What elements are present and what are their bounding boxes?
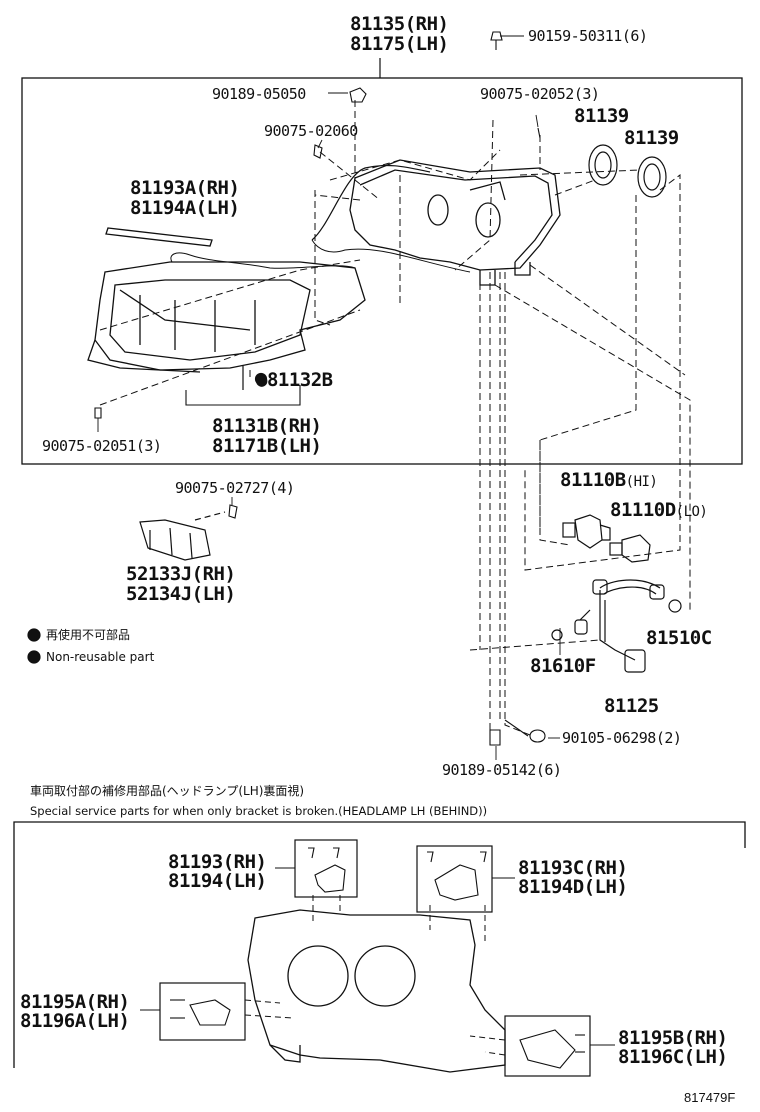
label-90075-02051: 90075-02051(3) bbox=[42, 437, 162, 455]
headlamp-lens bbox=[87, 261, 366, 373]
label-90189-05050: 90189-05050 bbox=[212, 85, 306, 103]
label-81196a: 81196A(LH) bbox=[20, 1010, 130, 1032]
figure-code: 817479F bbox=[684, 1090, 736, 1105]
bulb-hi bbox=[562, 514, 611, 549]
headlamp-housing bbox=[349, 159, 561, 286]
label-81510c: 81510C bbox=[646, 627, 712, 649]
label-52134j: 52134J(LH) bbox=[126, 583, 236, 605]
wire-harness bbox=[574, 579, 665, 673]
label-81135: 81135(RH) bbox=[350, 13, 449, 35]
grommet-81510c bbox=[668, 599, 682, 613]
legend-bullet-en bbox=[27, 650, 41, 664]
label-90189-05142: 90189-05142(6) bbox=[442, 761, 562, 779]
label-81132b: ●81132B bbox=[256, 369, 333, 391]
label-90075-02052: 90075-02052(3) bbox=[480, 85, 600, 103]
label-81131b: 81131B(RH) bbox=[212, 415, 322, 437]
label-81125: 81125 bbox=[604, 695, 659, 717]
label-90159: 90159-50311(6) bbox=[528, 27, 648, 45]
bulb-lo bbox=[609, 534, 651, 563]
label-81195a: 81195A(RH) bbox=[20, 991, 130, 1013]
label-81193: 81193(RH) bbox=[168, 851, 267, 873]
screws bbox=[94, 31, 546, 746]
cap-81610f bbox=[551, 629, 563, 641]
label-81110d: 81110D(LO) bbox=[610, 499, 708, 521]
trim-strip bbox=[105, 227, 213, 247]
bracket-52133j bbox=[139, 511, 226, 561]
label-81193c: 81193C(RH) bbox=[518, 857, 628, 879]
special-note-jp: 車両取付部の補修用部品(ヘッドランプ(LH)裏面視) bbox=[30, 784, 305, 798]
label-81171b: 81171B(LH) bbox=[212, 435, 322, 457]
box-81193 bbox=[294, 839, 358, 898]
label-81139-b: 81139 bbox=[624, 127, 679, 149]
label-81194a: 81194A(LH) bbox=[130, 197, 240, 219]
bearing-81139 bbox=[588, 144, 667, 198]
label-81610f: 81610F bbox=[530, 655, 596, 677]
assembly-frame bbox=[21, 77, 743, 465]
nonreusable-dot-icon bbox=[254, 372, 268, 386]
special-parts-frame bbox=[13, 821, 746, 1068]
label-90075-02727: 90075-02727(4) bbox=[175, 479, 295, 497]
special-note-en: Special service parts for when only brac… bbox=[30, 804, 488, 818]
label-81110b: 81110B(HI) bbox=[560, 469, 658, 491]
box-81195b bbox=[504, 1015, 591, 1077]
label-81175: 81175(LH) bbox=[350, 33, 449, 55]
legend-jp: 再使用不可部品 bbox=[46, 628, 131, 642]
label-90105-06298: 90105-06298(2) bbox=[562, 729, 682, 747]
label-81194: 81194(LH) bbox=[168, 870, 267, 892]
label-81193a: 81193A(RH) bbox=[130, 177, 240, 199]
box-81193c bbox=[416, 845, 493, 913]
label-90075-02060: 90075-02060 bbox=[264, 122, 358, 140]
headlamp-back-view bbox=[247, 909, 506, 1073]
label-52133j: 52133J(RH) bbox=[126, 563, 236, 585]
legend-bullet-jp bbox=[27, 628, 41, 642]
label-81139-a: 81139 bbox=[574, 105, 629, 127]
label-81194d: 81194D(LH) bbox=[518, 876, 628, 898]
legend-en: Non-reusable part bbox=[46, 650, 155, 664]
label-81196c: 81196C(LH) bbox=[618, 1046, 728, 1068]
box-81195a bbox=[159, 982, 246, 1041]
label-81195b: 81195B(RH) bbox=[618, 1027, 728, 1049]
